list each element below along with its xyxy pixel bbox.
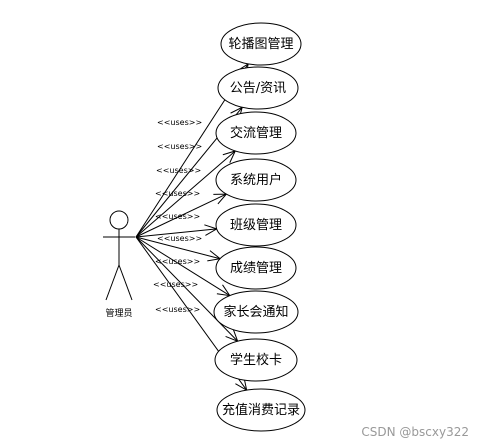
watermark: CSDN @bscxy322 [361, 425, 469, 439]
use-case-label-7: 学生校卡 [230, 352, 282, 368]
actor-label: 管理员 [105, 307, 132, 319]
association-line [135, 150, 236, 238]
actor-figure [103, 210, 135, 301]
association-line [135, 236, 239, 342]
use-case-label-3: 系统用户 [230, 172, 282, 188]
use-case-ellipse[interactable] [220, 22, 302, 66]
use-case-label-5: 成绩管理 [230, 261, 282, 276]
uses-label: <<uses>> [155, 257, 200, 266]
association-line [135, 228, 217, 238]
uses-label: <<uses>> [157, 234, 202, 243]
association-line [135, 193, 227, 238]
association-line [135, 236, 221, 260]
use-case-ellipse[interactable] [215, 203, 297, 247]
uses-label: <<uses>> [153, 280, 198, 289]
use-case-label-8: 充值消费记录 [222, 402, 300, 418]
use-case-ellipses [213, 22, 306, 432]
use-case-label-6: 家长会通知 [223, 304, 288, 320]
use-case-label-0: 轮播图管理 [228, 37, 293, 52]
uses-label: <<uses>> [155, 305, 200, 314]
association-line [135, 236, 231, 297]
actor-right-leg [118, 264, 133, 301]
use-case-label-4: 班级管理 [230, 218, 282, 233]
use-case-ellipse[interactable] [215, 158, 297, 202]
uses-label: <<uses>> [155, 212, 200, 221]
uses-label: <<uses>> [155, 189, 200, 198]
uses-label: <<uses>> [156, 166, 201, 175]
actor-head [109, 210, 129, 230]
use-case-ellipse[interactable] [217, 66, 299, 110]
use-case-ellipse[interactable] [215, 246, 297, 290]
use-case-ellipse[interactable] [213, 290, 299, 334]
uses-label: <<uses>> [157, 118, 202, 127]
use-case-labels: 轮播图管理 公告/资讯 交流管理 系统用户 班级管理 成绩管理 家长会通知 学生… [222, 37, 300, 418]
uses-label: <<uses>> [157, 142, 202, 151]
use-case-ellipse[interactable] [216, 388, 306, 432]
use-case-ellipse[interactable] [214, 338, 298, 382]
use-case-label-1: 公告/资讯 [230, 81, 286, 96]
actor-left-leg [105, 264, 120, 301]
stereotype-labels: <<uses>> <<uses>> <<uses>> <<uses>> <<us… [153, 118, 202, 314]
use-case-label-2: 交流管理 [230, 125, 282, 141]
use-case-ellipse[interactable] [215, 111, 297, 155]
